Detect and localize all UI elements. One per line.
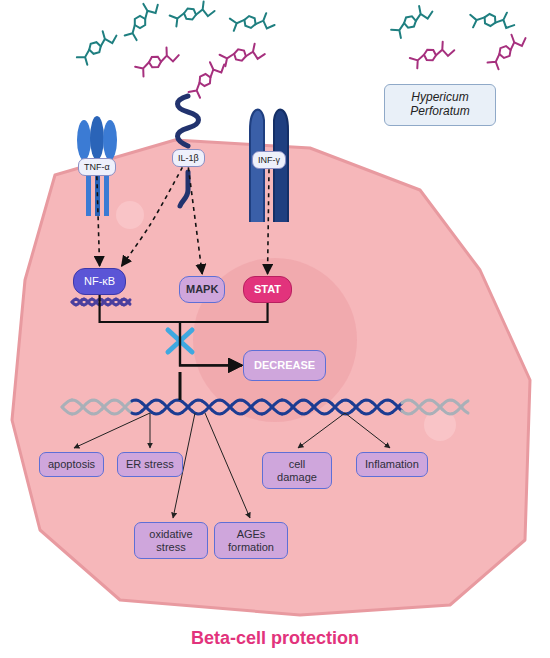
node-text: Hypericum Perforatum [393,91,487,119]
signal-connector [268,169,269,274]
vesicle [116,201,144,229]
plant-label: Hypericum Perforatum [384,84,496,126]
node-text: STAT [254,283,281,296]
node-text: cell damage [271,458,323,483]
effect-box: Inflamation [356,452,428,477]
effect-box: DECREASE [243,350,326,381]
molecule [218,37,267,74]
dna-helix [62,400,468,414]
molecule [116,0,168,44]
figure-title: Beta-cell protection [0,628,550,649]
dna-strand [72,299,130,305]
effect-box: cell damage [262,452,332,489]
signal-connector [122,167,183,266]
node-text: INF-γ [258,155,280,165]
molecule [168,0,215,31]
node-text: TNF-α [84,162,110,172]
factor-box: MAPK [179,276,225,303]
receptor-label: TNF-α [78,158,116,176]
node-text: apoptosis [48,458,95,471]
node-text: AGEs formation [223,528,279,553]
molecule [409,40,454,70]
receptor-label: IL-1β [172,149,205,167]
effect-arrows [74,413,390,518]
molecule [72,28,122,67]
molecule [466,0,518,43]
receptor-label: INF-γ [252,151,286,169]
molecule [388,4,437,40]
node-text: ER stress [126,458,174,471]
node-text: NF-κB [84,275,115,288]
effect-box: apoptosis [39,452,104,477]
node-text: Inflamation [365,458,419,471]
molecule [481,31,532,72]
transcription-start [179,372,182,400]
molecule [226,2,277,44]
factor-box: STAT [243,276,292,303]
effect-box: AGEs formation [214,522,288,559]
molecule [135,47,180,77]
signal-connector [188,167,202,274]
factor-box: NF-κB [73,268,126,295]
node-text: MAPK [186,283,218,296]
signal-connector [100,295,242,366]
signal-connector [97,176,100,266]
node-text: IL-1β [178,153,199,163]
effect-box: oxidative stress [134,522,208,559]
effect-box: ER stress [117,452,183,477]
node-text: DECREASE [254,359,315,372]
beta-cell [12,140,530,615]
node-text: oxidative stress [143,528,199,553]
